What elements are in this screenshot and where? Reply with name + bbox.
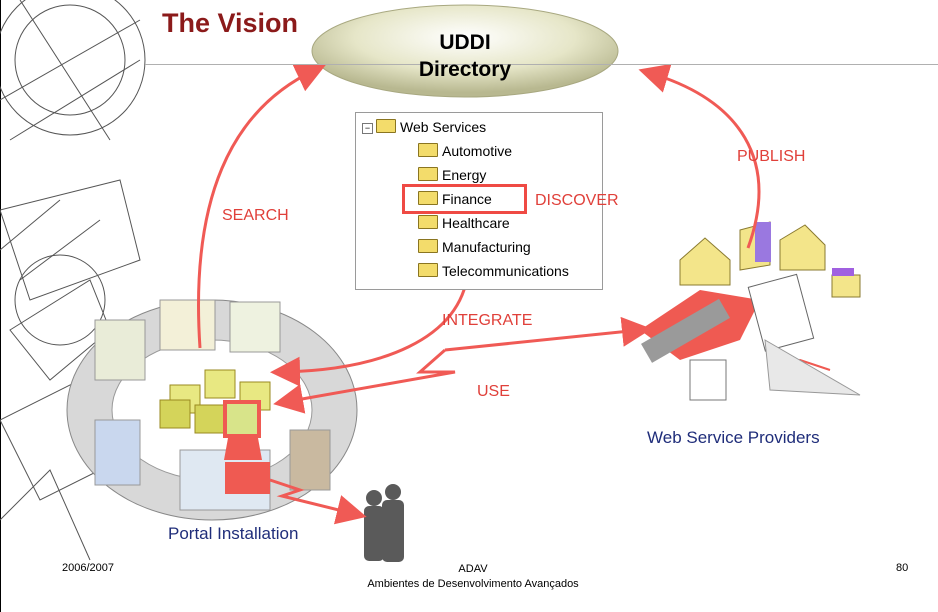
label-discover: DISCOVER: [535, 192, 619, 209]
tree-item-manufacturing[interactable]: Manufacturing: [418, 239, 531, 255]
footer-course-name: Ambientes de Desenvolvimento Avançados: [367, 578, 579, 590]
uddi-ellipse: [311, 4, 619, 98]
web-service-providers-graphic: [640, 221, 861, 401]
finance-highlight-box: [402, 184, 527, 214]
folder-icon: [418, 143, 438, 157]
tree-item-automotive[interactable]: Automotive: [418, 143, 512, 159]
tree-root[interactable]: − Web Services: [362, 119, 486, 135]
label-use: USE: [477, 383, 510, 400]
tree-item-label: Energy: [442, 167, 487, 183]
tree-item-label: Telecommunications: [442, 263, 569, 279]
label-integrate: INTEGRATE: [442, 312, 533, 329]
decorative-sketch: [0, 0, 146, 612]
folder-icon: [418, 167, 438, 181]
page-number: 80: [896, 562, 909, 574]
tree-item-telecommunications[interactable]: Telecommunications: [418, 263, 569, 279]
page-title: The Vision: [162, 8, 299, 38]
label-publish: PUBLISH: [737, 148, 806, 165]
folder-icon: [418, 239, 438, 253]
arrows: [196, 63, 761, 525]
folder-icon: [418, 191, 438, 205]
footer-date: 2006/2007: [62, 562, 114, 574]
web-services-tree: −Web Services Automotive Energy Finance …: [355, 112, 603, 290]
user-silhouette-icon: [364, 484, 404, 562]
footer-course-code: ADAV: [458, 563, 488, 575]
collapse-icon[interactable]: −: [362, 123, 373, 134]
tree-item-finance[interactable]: Finance: [418, 191, 492, 207]
portal-caption: Portal Installation: [168, 524, 299, 543]
folder-icon: [418, 263, 438, 277]
tree-root-label: Web Services: [400, 119, 487, 135]
uddi-title: UDDI: [439, 31, 491, 54]
title-divider: [145, 64, 938, 65]
folder-icon: [418, 215, 438, 229]
folder-icon: [376, 119, 396, 133]
tree-item-label: Automotive: [442, 143, 513, 159]
portal-installation-graphic: [66, 299, 358, 521]
tree-item-label: Finance: [442, 191, 492, 207]
tree-item-label: Healthcare: [442, 215, 510, 231]
providers-caption: Web Service Providers: [647, 428, 820, 447]
label-search: SEARCH: [222, 207, 289, 224]
tree-item-label: Manufacturing: [442, 239, 531, 255]
tree-item-energy[interactable]: Energy: [418, 167, 486, 183]
tree-item-healthcare[interactable]: Healthcare: [418, 215, 510, 231]
uddi-subtitle: Directory: [418, 58, 512, 81]
